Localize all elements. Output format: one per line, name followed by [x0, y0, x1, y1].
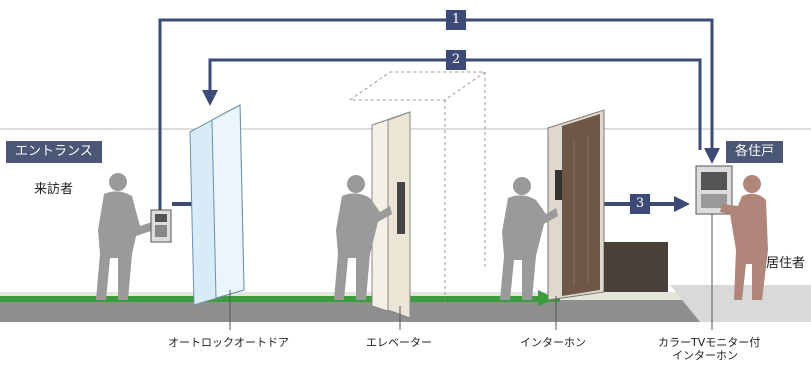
route-3-arrowhead	[674, 196, 690, 212]
resident-figure	[720, 175, 768, 300]
route-2-line	[208, 58, 702, 150]
caption-monitor-line1: カラーTVモニター付	[658, 336, 761, 349]
residence-tag: 各住戸	[726, 141, 784, 163]
route-1-arrowhead	[704, 148, 720, 164]
visitor-figure-elevator	[334, 175, 392, 300]
caption-autolock-door: オートロックオートドア	[168, 336, 289, 349]
autolock-door	[189, 104, 245, 330]
step-2-badge: 2	[446, 50, 466, 70]
elevator	[348, 71, 487, 330]
caption-intercom: インターホン	[520, 336, 586, 349]
monitor-intercom	[695, 165, 733, 330]
resident-label: 居住者	[766, 256, 806, 271]
residence-floor	[670, 285, 811, 322]
shoe-cabinet	[604, 242, 668, 292]
step-3-badge: 3	[630, 194, 650, 214]
entrance-tag: エントランス	[6, 141, 102, 163]
entrance-panel	[150, 209, 172, 243]
green-guide-line	[0, 296, 560, 302]
route-1-line	[158, 18, 714, 210]
visitor-figure	[96, 173, 154, 300]
route-2-arrowhead	[202, 90, 218, 106]
caption-elevator: エレベーター	[366, 336, 432, 349]
green-arrow-head	[538, 290, 556, 306]
visitor-label: 来訪者	[34, 182, 74, 197]
residence-door	[547, 109, 605, 330]
caption-monitor-line2: インターホン	[672, 349, 738, 362]
visitor-figure-door	[500, 177, 558, 300]
step-1-badge: 1	[446, 10, 466, 30]
